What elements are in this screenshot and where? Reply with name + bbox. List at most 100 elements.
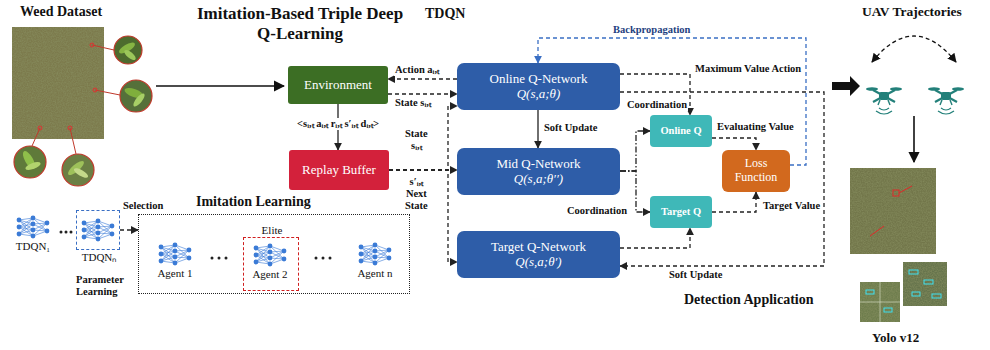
illustration-part (878, 100, 880, 105)
node-label: Loss Function (725, 157, 787, 185)
weed-image (12, 27, 120, 154)
drone-icon (928, 87, 964, 114)
network-icon (15, 214, 51, 240)
network-icon (157, 241, 193, 267)
network-neuron (96, 225, 101, 230)
illustration-part (123, 48, 138, 62)
connector (620, 131, 650, 171)
illustration-part (873, 90, 895, 102)
text-label: Imitation Learning (196, 194, 311, 210)
text-label: TDQN (425, 6, 465, 22)
node-label: Replay Buffer (302, 163, 376, 178)
illustration-part (322, 257, 325, 260)
network-neuron (173, 255, 178, 260)
illustration-part (95, 90, 120, 95)
connector (120, 229, 138, 230)
node-label: Mid Q-Network (496, 157, 580, 172)
text-label: Detection Application (684, 292, 814, 308)
network-icon (80, 217, 116, 243)
edge-label: Coordination (626, 99, 688, 111)
illustration-part (93, 88, 97, 92)
network-neuron (373, 255, 378, 260)
illustration-part (890, 87, 902, 91)
illustration-part (932, 294, 941, 298)
illustration-part (940, 100, 942, 105)
node-label: Q(s,a;θ′) (515, 255, 561, 270)
illustration-part (935, 90, 957, 102)
network-neuron (17, 232, 22, 237)
illustration-part (114, 36, 142, 64)
network-neuron (82, 228, 87, 233)
illustration-part (912, 292, 920, 296)
illustration-part (65, 231, 68, 234)
illustration-part (879, 108, 889, 110)
node-label: Online Q-Network (490, 72, 588, 87)
network-neuron (45, 229, 50, 234)
drone-icon (866, 87, 902, 114)
text-label: Yolo v12 (872, 331, 919, 346)
detection-image (850, 168, 947, 322)
illustration-part (315, 257, 318, 260)
illustration-part (903, 262, 947, 306)
network-neuron (268, 250, 273, 255)
down-arrow (913, 116, 915, 162)
node-label: Q(s,a;θ) (517, 87, 561, 102)
network-box: Mid Q-NetworkQ(s,a;θ′′) (457, 148, 620, 195)
value-box: Target Q (650, 196, 712, 228)
illustration-part (90, 43, 94, 47)
illustration-part (952, 87, 964, 91)
connector (712, 138, 756, 150)
network-neuron (45, 221, 50, 226)
illustration-part (941, 108, 951, 110)
connector (388, 93, 457, 94)
illustration-part (884, 308, 892, 312)
illustration-part (92, 45, 114, 50)
network-icon (252, 242, 288, 268)
illustration-part (860, 282, 900, 322)
edge-label: Soft Update (543, 122, 598, 134)
network-neuron (373, 243, 378, 248)
illustration-part (850, 168, 936, 254)
network-neuron (31, 228, 36, 233)
agent-label: TDQNₙ (57, 251, 141, 264)
edge-label: Target Value (762, 200, 821, 212)
illustration-part (866, 290, 874, 294)
connector (389, 106, 457, 170)
illustration-part (32, 128, 40, 146)
connector (388, 78, 457, 79)
illustration-part (14, 146, 46, 178)
edge-label: State sᵢ,ₜ (404, 128, 429, 152)
agent-label: Elite (234, 224, 310, 237)
node-label: Target Q (661, 206, 701, 218)
edge-label: s′ᵢ,ₜ Next State (404, 176, 429, 212)
selected-agent-box: TDQNₙ (76, 210, 120, 250)
network-neuron (359, 259, 364, 264)
elite-box: EliteAgent 2 (243, 237, 299, 291)
illustration-part (941, 92, 951, 100)
network-neuron (173, 249, 178, 254)
illustration-part (876, 111, 892, 114)
illustration-part (62, 154, 94, 186)
weed-inset (14, 36, 152, 186)
agent-icon: Agent 1 (151, 239, 199, 287)
network-neuron (159, 245, 164, 250)
loss-box: Loss Function (722, 150, 790, 192)
illustration-part (873, 90, 895, 102)
agent-icon: Agent 2 (246, 240, 294, 288)
process-box: Environment (288, 66, 388, 104)
network-neuron (268, 244, 273, 249)
network-neuron (373, 261, 378, 266)
network-box: Online Q-NetworkQ(s,a;θ) (457, 63, 620, 110)
agent-label: Agent 1 (157, 267, 192, 280)
illustration-part (909, 270, 918, 274)
network-neuron (387, 256, 392, 261)
illustration-part (866, 270, 941, 312)
illustration-part (850, 168, 936, 254)
text-label: Parameter Learning (76, 274, 124, 298)
network-neuron (373, 249, 378, 254)
illustration-part (938, 111, 954, 114)
illustration-part (860, 282, 900, 322)
connector (620, 74, 690, 115)
network-neuron (82, 221, 87, 226)
illustration-part (893, 190, 899, 196)
